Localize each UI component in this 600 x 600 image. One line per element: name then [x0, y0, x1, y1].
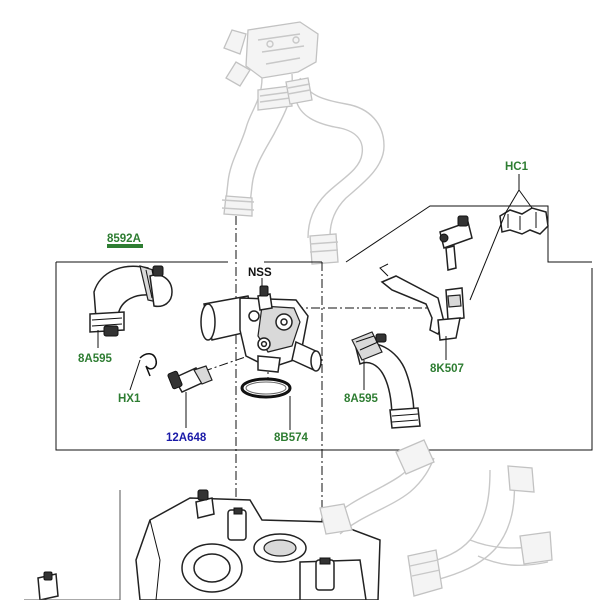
assembly-frame — [55, 205, 593, 451]
ghosted-upper-heater-hoses — [221, 21, 385, 265]
callout-8k507[interactable]: 8K507 — [430, 363, 464, 375]
callout-8a595-right[interactable]: 8A595 — [344, 393, 378, 405]
hose-elbow-right — [351, 331, 421, 429]
ghosted-lower-hoses — [319, 439, 553, 597]
callout-12a648[interactable]: 12A648 — [166, 432, 207, 444]
callout-nss: NSS — [248, 267, 272, 279]
bleed-pipe — [379, 215, 473, 341]
callout-8592a[interactable]: 8592A — [107, 233, 141, 245]
leader-lines — [97, 174, 533, 430]
callout-hx1[interactable]: HX1 — [118, 393, 141, 405]
gasket-o-ring — [240, 377, 292, 399]
callout-hc1[interactable]: HC1 — [505, 161, 529, 173]
callout-8a595-left[interactable]: 8A595 — [78, 353, 112, 365]
lower-engine-castings — [24, 489, 381, 600]
hose-clip — [499, 207, 549, 235]
callout-labels: 8592A 8A595 HX1 12A648 NSS 8B574 8A595 8… — [78, 161, 529, 444]
callout-8b574[interactable]: 8B574 — [274, 432, 308, 444]
hose-elbow-left — [89, 265, 173, 337]
thermostat-housing — [200, 285, 322, 373]
temperature-sensor — [167, 365, 213, 393]
retaining-clip — [139, 353, 158, 377]
